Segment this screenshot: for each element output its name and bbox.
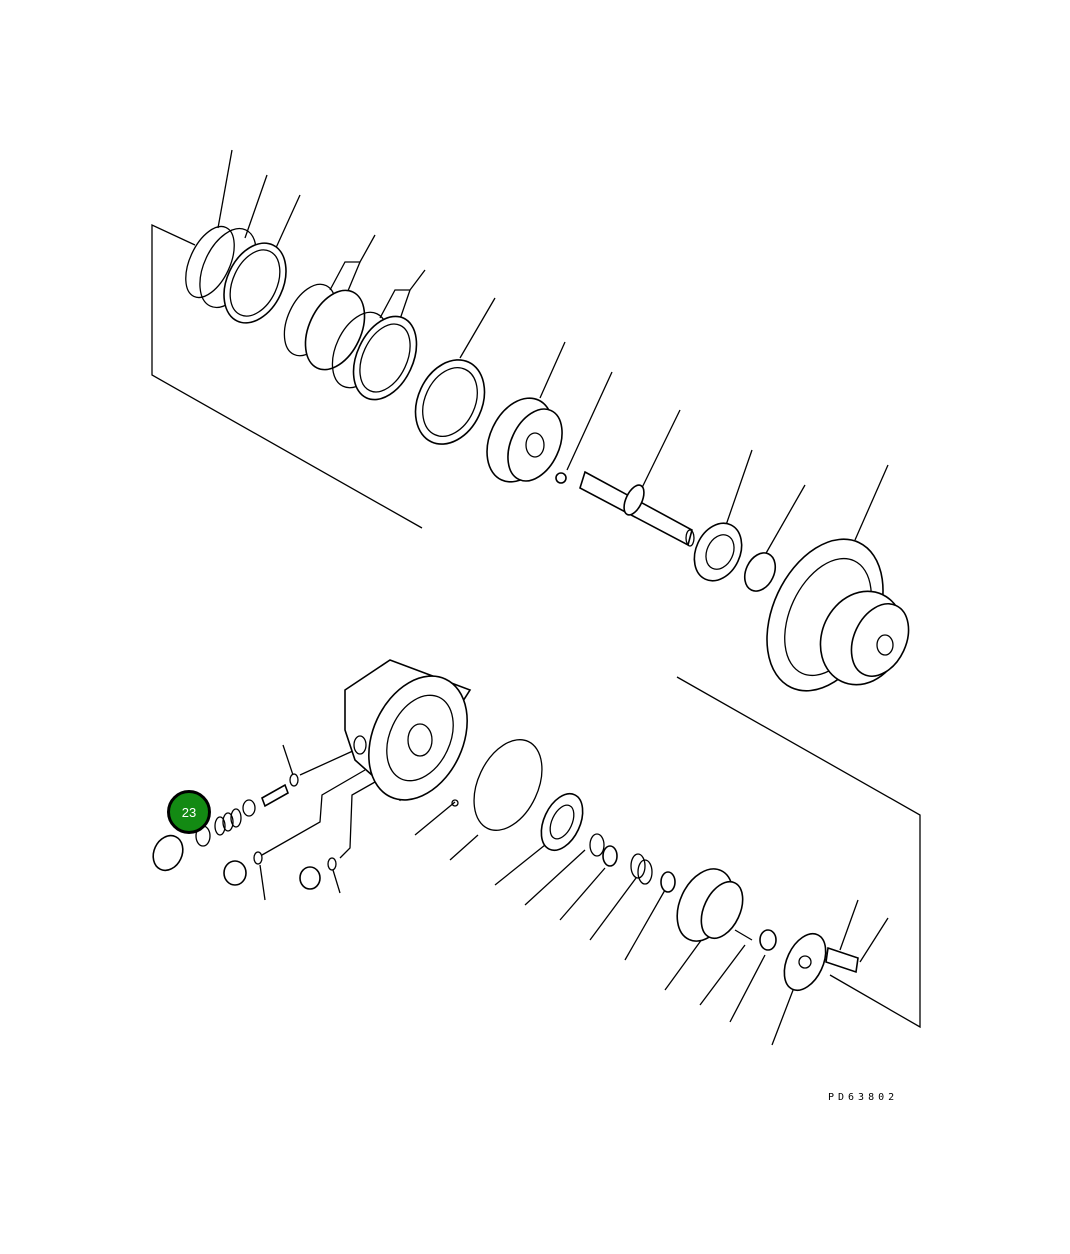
shaft — [579, 470, 695, 547]
piston — [486, 397, 567, 484]
motor-case — [344, 659, 472, 807]
lower-group-frame — [676, 676, 921, 1029]
relief-valve-parts — [152, 773, 337, 890]
valve-plate-parts — [540, 792, 676, 893]
bearings — [693, 522, 777, 592]
leader-lines — [217, 149, 889, 1046]
upper-group-frame — [151, 223, 423, 529]
drawing-code: PD63802 — [828, 1092, 899, 1103]
hub-housing — [766, 538, 910, 692]
cylinder-block — [676, 868, 859, 992]
o-ring-large — [473, 739, 543, 831]
callout-badge-23[interactable]: 23 — [167, 790, 211, 834]
seal-rings — [185, 225, 486, 445]
